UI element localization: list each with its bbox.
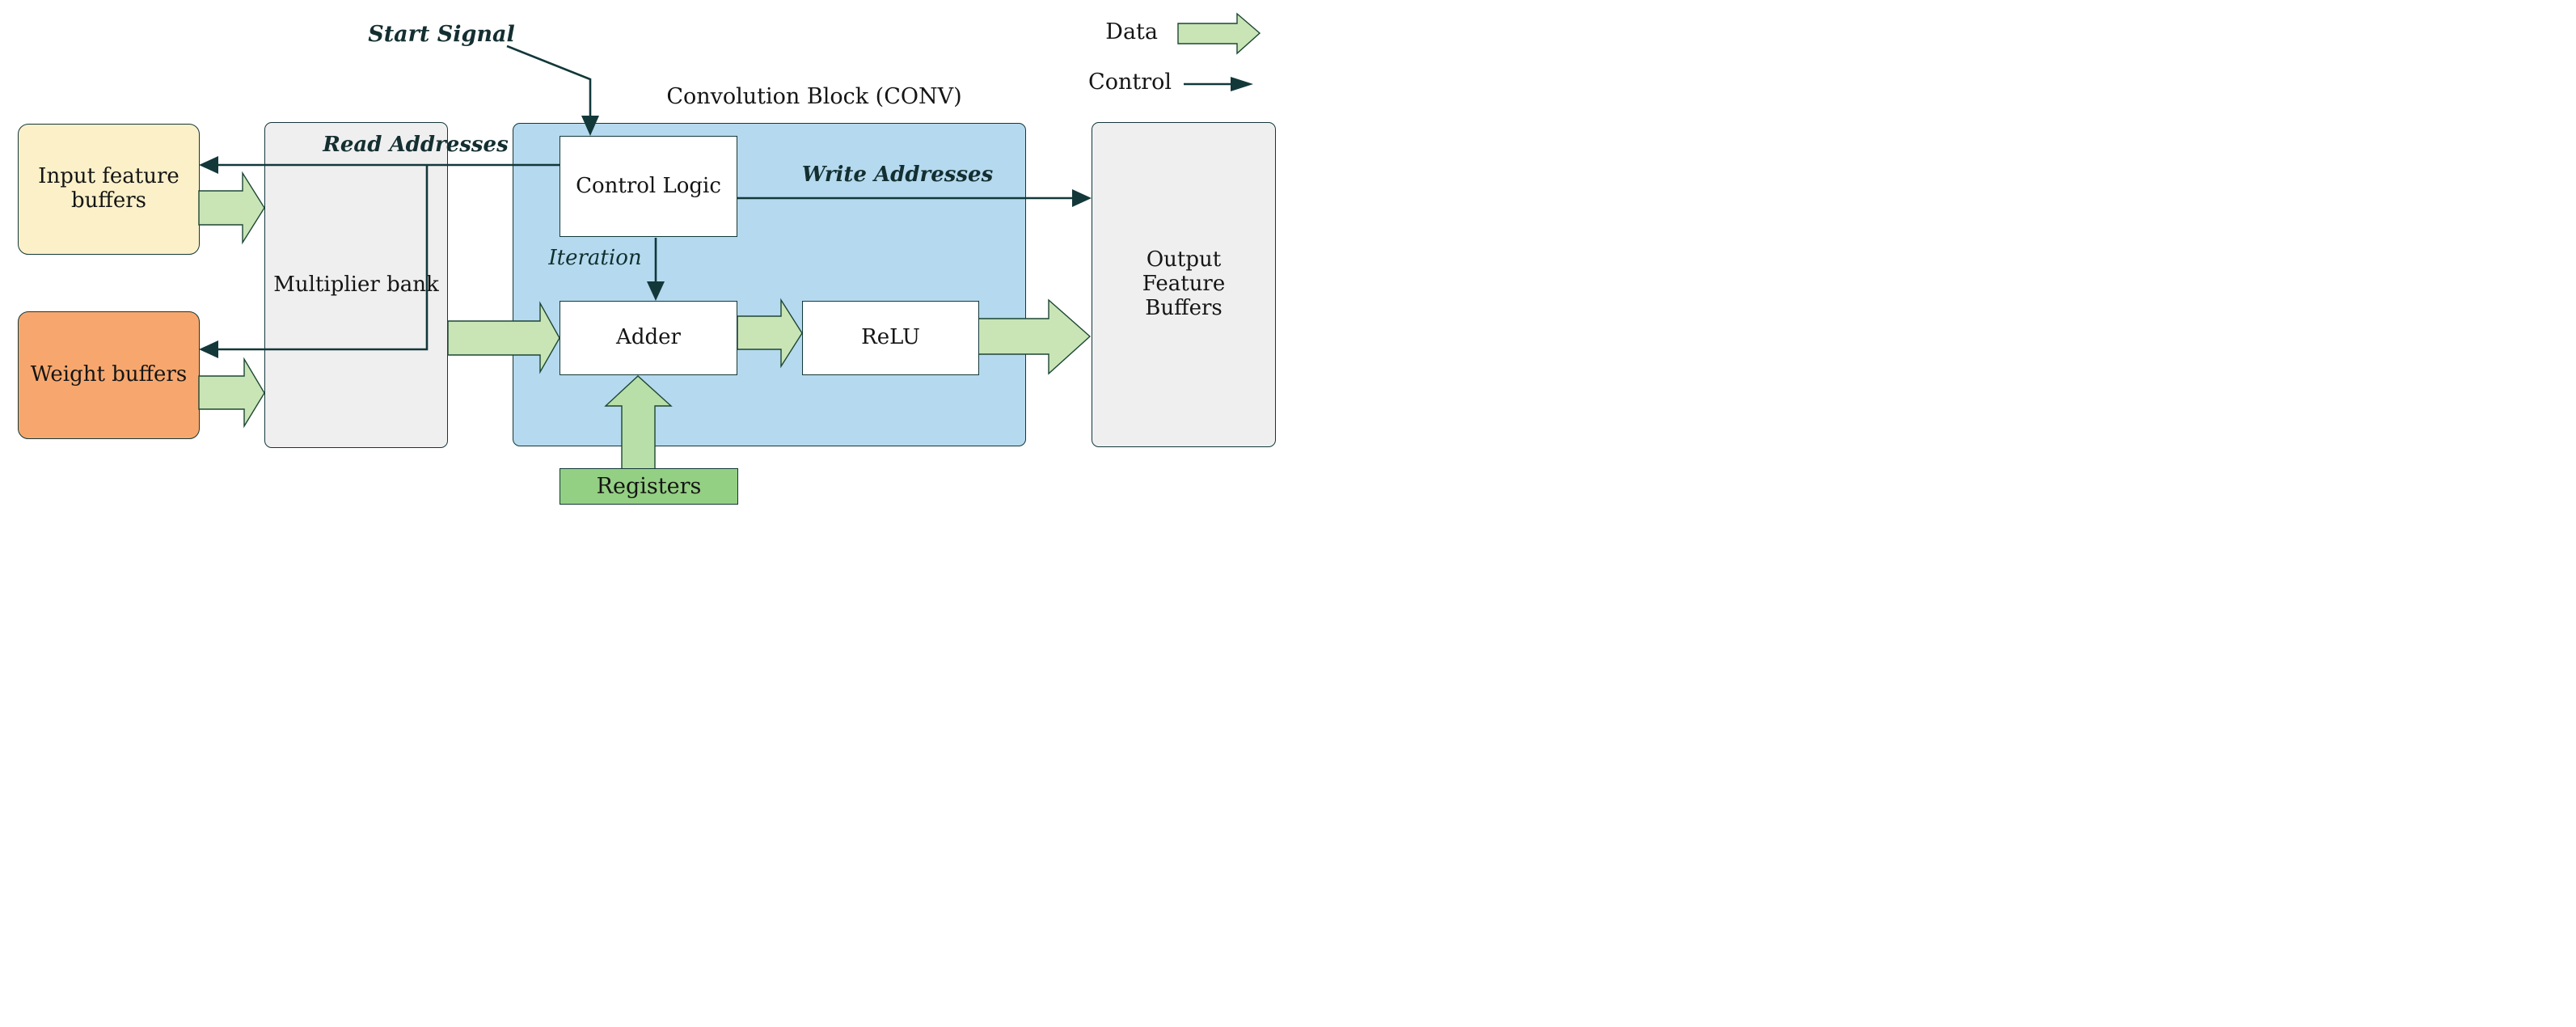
data-arrow-registers-to-adder-icon <box>604 375 673 470</box>
start-signal-arrow-icon <box>506 44 599 136</box>
data-arrow-multiplier-to-adder-icon <box>447 301 560 374</box>
control-logic-label: Control Logic <box>576 173 721 198</box>
data-arrow-input-to-multiplier-icon <box>198 171 265 245</box>
control-logic-box: Control Logic <box>560 136 737 237</box>
adder-box: Adder <box>560 301 737 375</box>
legend-control-label: Control <box>1088 70 1172 95</box>
output-feature-buffers-label: Output Feature Buffers <box>1142 247 1226 320</box>
convolution-block-title: Convolution Block (CONV) <box>666 84 962 109</box>
start-signal-label: Start Signal <box>368 22 515 47</box>
write-addresses-arrow-icon <box>737 189 1092 207</box>
read-addresses-branch-to-weight-arrow-icon <box>199 165 429 358</box>
weight-buffers-box: Weight buffers <box>18 311 200 439</box>
relu-label: ReLU <box>861 325 920 350</box>
connector-overlay <box>198 12 1261 470</box>
read-addresses-label: Read Addresses <box>323 133 509 157</box>
registers-label: Registers <box>596 473 702 499</box>
input-feature-buffers-label: Input feature buffers <box>38 164 179 213</box>
output-feature-buffers-box: Output Feature Buffers <box>1092 122 1276 447</box>
weight-buffers-label: Weight buffers <box>30 362 188 387</box>
legend-data-arrow-icon <box>1177 12 1261 55</box>
input-feature-buffers-box: Input feature buffers <box>18 124 200 255</box>
architecture-diagram: Input feature buffers Weight buffers Mul… <box>0 0 1288 514</box>
read-addresses-arrow-icon <box>199 156 561 174</box>
legend-data-label: Data <box>1105 19 1158 44</box>
data-arrow-weight-to-multiplier-icon <box>198 357 265 429</box>
legend-control-arrow-icon <box>1184 77 1253 91</box>
adder-label: Adder <box>616 325 681 350</box>
multiplier-bank-box: Multiplier bank <box>264 122 448 448</box>
write-addresses-label: Write Addresses <box>801 163 994 187</box>
iteration-label: Iteration <box>548 246 642 270</box>
data-arrow-adder-to-relu-icon <box>737 298 803 369</box>
multiplier-bank-label: Multiplier bank <box>273 272 439 297</box>
iteration-arrow-icon <box>647 238 665 301</box>
registers-box: Registers <box>560 468 738 505</box>
relu-box: ReLU <box>802 301 979 375</box>
data-arrow-relu-to-output-icon <box>978 298 1092 375</box>
